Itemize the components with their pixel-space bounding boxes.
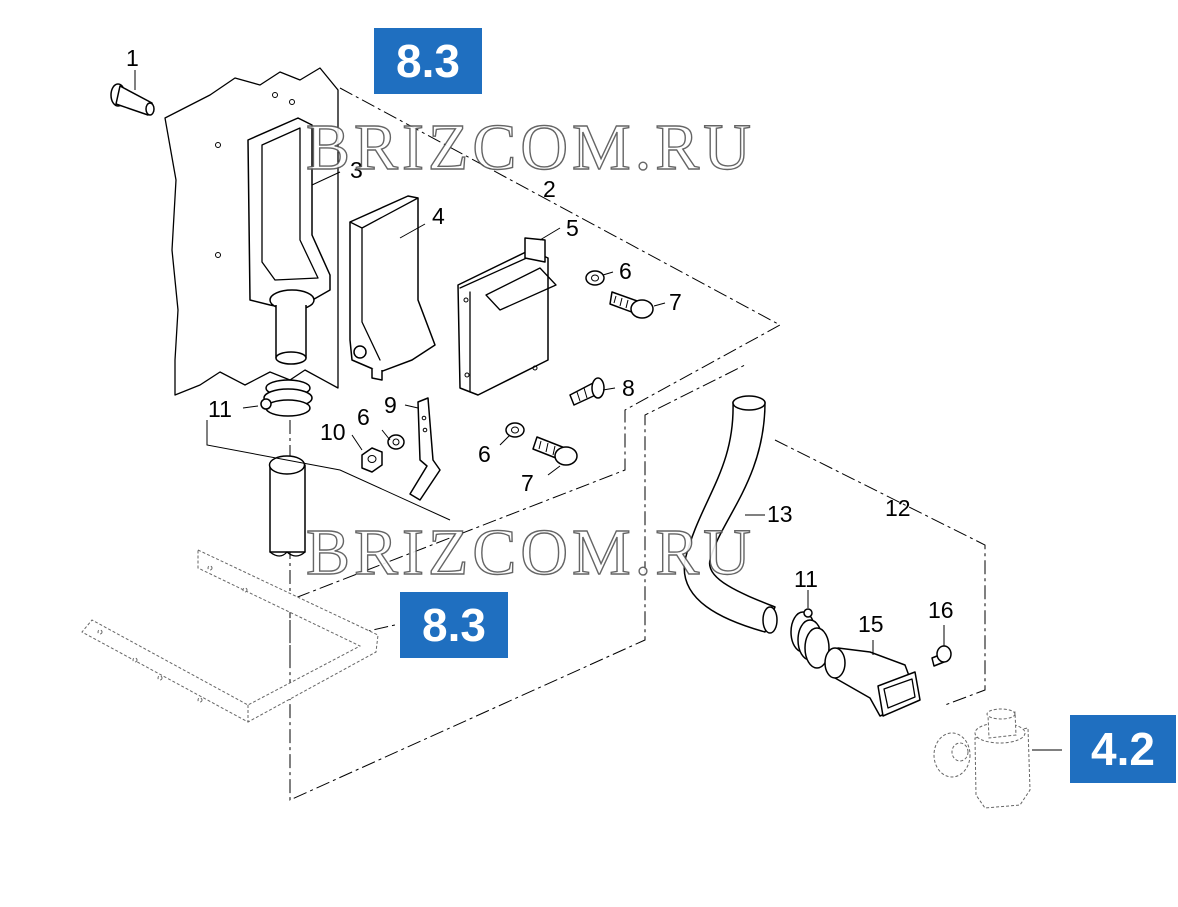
callout-2: 2 <box>543 176 556 202</box>
assembly-outline-hose <box>774 439 986 706</box>
nut-part <box>361 447 383 473</box>
hose-clamp-part <box>790 608 830 669</box>
callout-9: 9 <box>384 392 397 418</box>
deflector-plate-part <box>349 195 436 381</box>
callout-7: 7 <box>521 470 534 496</box>
drain-hose-part <box>683 395 778 634</box>
callout-4: 4 <box>432 203 445 229</box>
ref-badge-right[interactable]: 4.2 <box>1070 715 1176 783</box>
pump-ghost <box>933 708 1031 809</box>
strip-bracket-part <box>409 397 441 501</box>
bracket-part <box>457 237 557 396</box>
panel-hole <box>215 142 221 148</box>
washer-hole <box>392 438 400 446</box>
watermark-middle: BRIZCOM.RU <box>305 515 755 589</box>
callout-12: 12 <box>885 495 911 521</box>
ref-badge-top[interactable]: 8.3 <box>374 28 482 94</box>
callout-15: 15 <box>858 611 884 637</box>
washer-part <box>387 434 405 450</box>
callout-5: 5 <box>566 215 579 241</box>
hose-adapter-part <box>824 647 921 717</box>
callout-6: 6 <box>478 441 491 467</box>
callout-16: 16 <box>928 597 954 623</box>
callout-13: 13 <box>767 501 793 527</box>
frame-ghost <box>81 549 379 723</box>
screw-part <box>569 377 605 406</box>
washer-part <box>505 422 525 438</box>
callout-3: 3 <box>350 157 363 183</box>
panel-hole <box>215 252 221 258</box>
callout-6: 6 <box>357 404 370 430</box>
callout-11: 11 <box>794 566 818 592</box>
washer-hole <box>591 274 599 282</box>
callout-6: 6 <box>619 258 632 284</box>
watermark-top: BRIZCOM.RU <box>305 110 755 184</box>
screw-part <box>931 645 952 667</box>
callout-1: 1 <box>126 45 139 71</box>
screw-part <box>609 291 654 319</box>
hose-clamp-part <box>260 379 313 417</box>
drain-chute-part <box>247 117 331 365</box>
panel-hole <box>272 92 278 98</box>
washer-hole <box>511 426 519 434</box>
panel-hole <box>289 99 295 105</box>
pin-part <box>110 83 155 116</box>
callout-10: 10 <box>320 419 346 445</box>
ref-badge-middle[interactable]: 8.3 <box>400 592 508 658</box>
washer-part <box>585 270 605 286</box>
callout-7: 7 <box>669 289 682 315</box>
screw-part <box>532 436 578 466</box>
callout-8: 8 <box>622 375 635 401</box>
callout-11: 11 <box>208 396 232 422</box>
short-hose-part <box>268 455 306 557</box>
leader-lines <box>134 70 1062 751</box>
